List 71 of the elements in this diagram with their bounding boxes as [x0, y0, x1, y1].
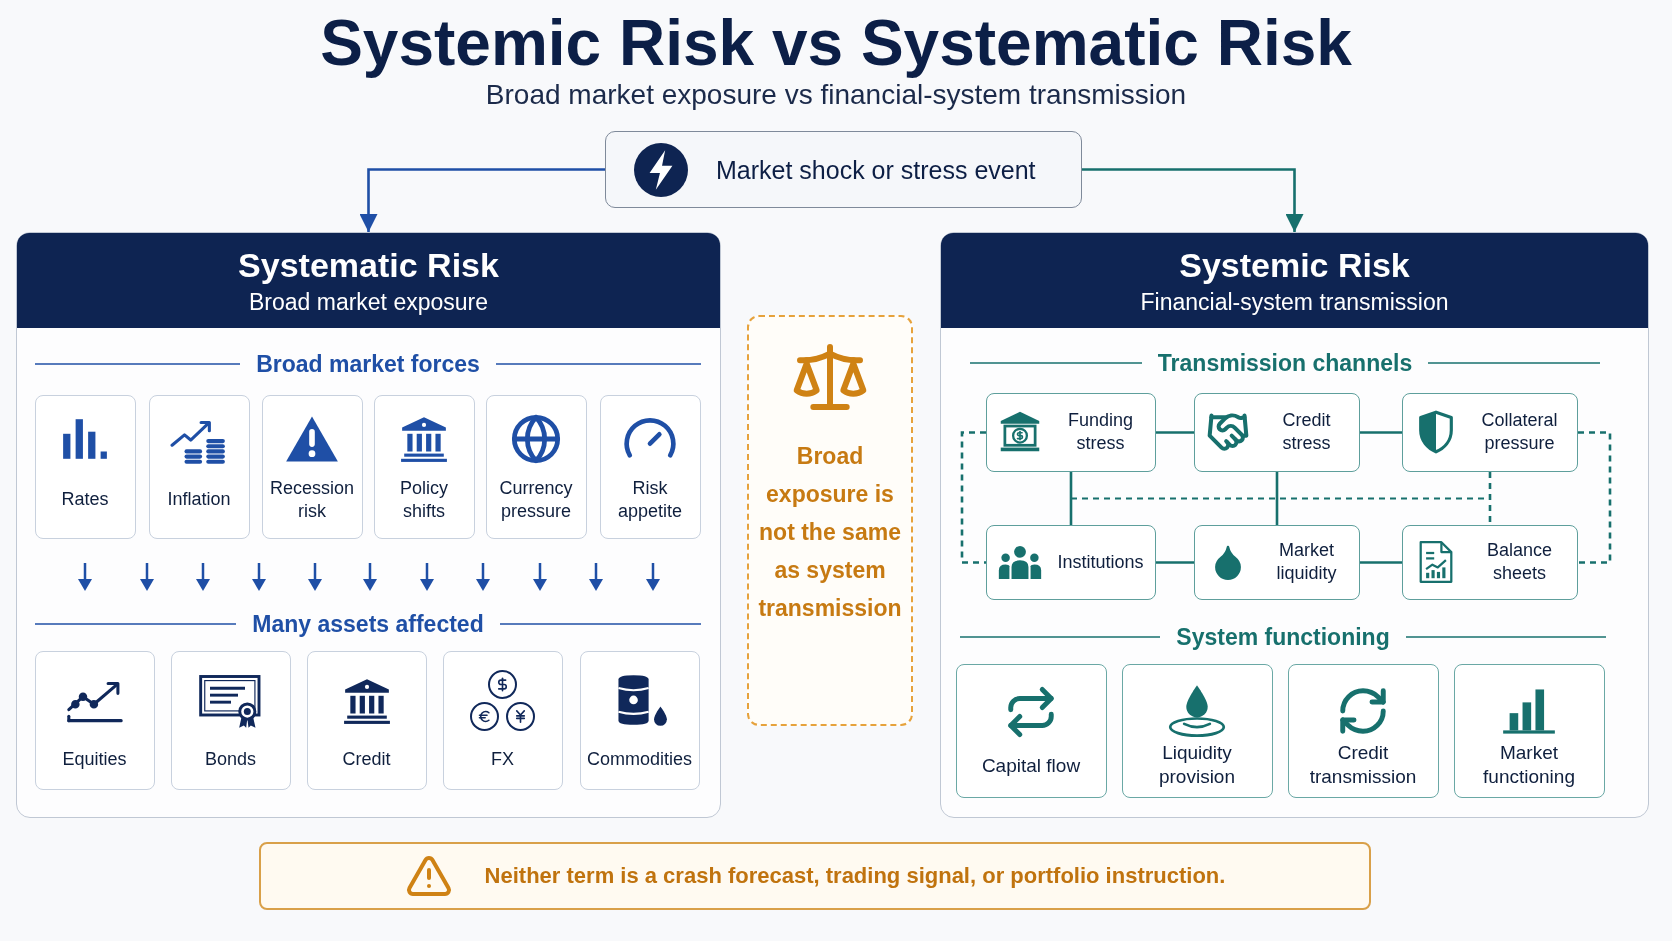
card-label: Bonds	[204, 747, 256, 771]
card-label: Collateral pressure	[1480, 409, 1559, 455]
arrow	[1082, 168, 1304, 232]
panel-subtitle: Broad market exposure	[248, 287, 489, 317]
card-label: Credit stress	[1281, 409, 1332, 455]
card-label: Institutions	[1057, 550, 1144, 574]
card-label: Equities	[62, 747, 127, 771]
event-label: Market shock or stress event	[716, 154, 1036, 186]
factor-card	[148, 394, 250, 539]
function-card	[1453, 663, 1605, 798]
connector-line	[1275, 472, 1279, 525]
card-label: Policy shifts	[399, 476, 449, 523]
asset-card	[442, 650, 563, 790]
factor-card	[34, 394, 136, 539]
factor-card	[373, 394, 475, 539]
channel-card	[985, 392, 1156, 472]
factor-card	[485, 394, 587, 539]
connector-line	[1360, 561, 1402, 564]
card-label: Inflation	[167, 488, 231, 511]
connector-line	[1069, 472, 1073, 525]
connector-line	[1360, 431, 1402, 434]
subtitle: Broad market exposure vs financial-system transmission	[485, 78, 1187, 112]
asset-card	[306, 650, 427, 790]
card-label: FX	[491, 747, 514, 771]
section-heading: Broad market forces	[256, 350, 480, 379]
warning-text: Neither term is a crash forecast, trading signal, or portfolio instruction.	[484, 862, 1226, 890]
card-label: Rates	[61, 488, 109, 511]
card-label: Currency pressure	[498, 476, 574, 523]
asset-card	[170, 650, 291, 790]
card-label: Balance sheets	[1485, 539, 1554, 585]
asset-card	[34, 650, 155, 790]
note-box	[747, 315, 913, 726]
card-label: Risk appetite	[616, 476, 684, 523]
risk-panel	[940, 232, 1649, 818]
card-label: Recession risk	[268, 476, 355, 523]
title: Systemic Risk vs Systematic Risk	[320, 6, 1352, 80]
dashed-connector	[960, 431, 986, 564]
factor-card	[599, 394, 701, 539]
section-heading: Transmission channels	[1157, 349, 1413, 378]
panel-title: Systematic Risk	[238, 244, 499, 285]
panel-subtitle: Financial-system transmission	[1140, 287, 1449, 317]
connector-line	[1156, 431, 1194, 434]
note-text: Broad exposure is not the same as system transmission	[757, 442, 903, 623]
card-label: Market liquidity	[1275, 539, 1338, 585]
factor-card	[261, 394, 363, 539]
card-label: Commodities	[587, 747, 692, 771]
dashed-connector	[1578, 431, 1612, 564]
card-label: Market functioning	[1482, 740, 1576, 789]
card-label: Liquidity provision	[1157, 740, 1236, 789]
function-card	[1287, 663, 1439, 798]
risk-panel	[16, 232, 721, 818]
card-label: Credit	[342, 747, 391, 771]
channel-card	[1193, 524, 1360, 600]
function-card	[1121, 663, 1273, 798]
warning-banner	[259, 842, 1371, 910]
channel-card	[985, 524, 1156, 600]
dashed-connector	[1488, 472, 1492, 525]
section-heading: Many assets affected	[252, 610, 484, 639]
section-heading: System functioning	[1176, 623, 1390, 652]
connector-line	[1156, 561, 1194, 564]
channel-card	[1401, 524, 1578, 600]
card-label: Capital flow	[981, 753, 1081, 778]
channel-card	[1401, 392, 1578, 472]
asset-card	[579, 650, 700, 790]
panel-title: Systemic Risk	[1179, 244, 1410, 285]
channel-card	[1193, 392, 1360, 472]
arrow	[359, 168, 605, 232]
event-box	[605, 131, 1082, 208]
card-label: Funding stress	[1066, 409, 1135, 455]
function-card	[955, 663, 1107, 798]
card-label: Credit transmission	[1308, 740, 1418, 789]
